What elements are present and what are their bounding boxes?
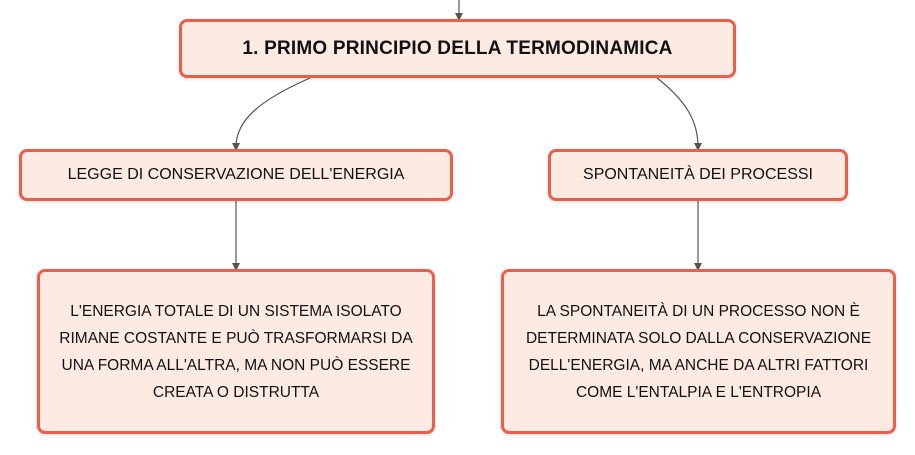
root-node[interactable]: 1. PRIMO PRINCIPIO DELLA TERMODINAMICA (179, 19, 736, 78)
root-node-label: 1. PRIMO PRINCIPIO DELLA TERMODINAMICA (242, 37, 673, 59)
detail-node-text: L'ENERGIA TOTALE DI UN SISTEMA ISOLATO R… (59, 302, 413, 401)
branch-node-label: LEGGE DI CONSERVAZIONE DELL'ENERGIA (67, 166, 405, 183)
detail-node-energy-conservation[interactable]: L'ENERGIA TOTALE DI UN SISTEMA ISOLATO R… (37, 269, 435, 434)
connector-root-to-right (656, 77, 702, 151)
detail-node-text: LA SPONTANEITÀ DI UN PROCESSO NON È DETE… (525, 302, 872, 401)
detail-node-spontaneity[interactable]: LA SPONTANEITÀ DI UN PROCESSO NON È DETE… (501, 269, 896, 434)
branch-node-spontaneity[interactable]: SPONTANEITÀ DEI PROCESSI (548, 149, 848, 201)
branch-node-label: SPONTANEITÀ DEI PROCESSI (583, 166, 813, 183)
branch-node-energy-conservation[interactable]: LEGGE DI CONSERVAZIONE DELL'ENERGIA (19, 149, 453, 201)
connector-root-to-left (232, 77, 311, 151)
